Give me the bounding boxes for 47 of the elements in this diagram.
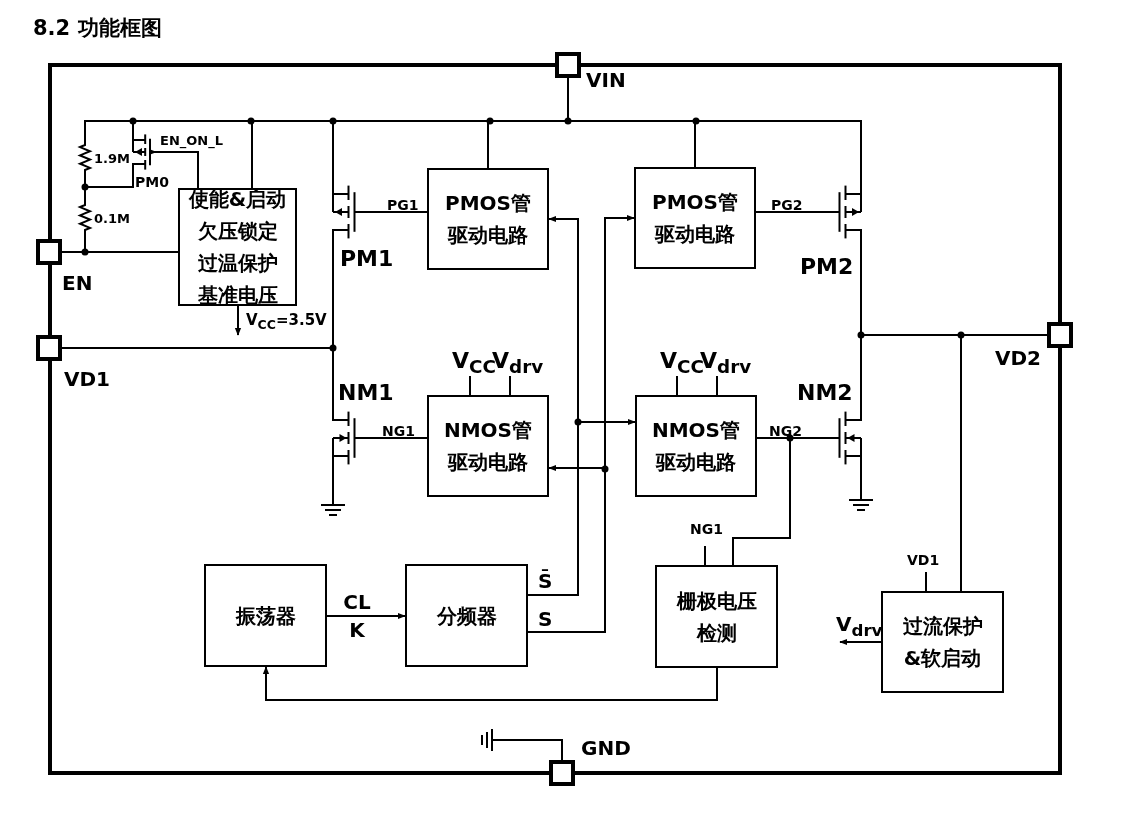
signal-label: VD1 xyxy=(907,553,940,567)
signal-label: NG1 xyxy=(690,522,723,536)
edge-label: NG1 xyxy=(382,424,415,438)
edge-label: S xyxy=(538,609,553,629)
component-label: 0.1M xyxy=(94,212,130,225)
pin-label: VD2 xyxy=(995,348,1041,368)
arrow xyxy=(527,464,606,633)
function-block: 使能&启动欠压锁定过温保护基准电压 xyxy=(178,188,297,306)
wire xyxy=(361,437,428,439)
arrow xyxy=(326,612,406,620)
function-block: 分频器 xyxy=(405,564,528,667)
component-label: 1.9M xyxy=(94,152,130,165)
edge-label: PG1 xyxy=(387,198,419,212)
component-label: NM2 xyxy=(797,382,853,404)
pin-label: VIN xyxy=(586,70,626,90)
edge-label: PG2 xyxy=(771,198,803,212)
function-block: 振荡器 xyxy=(204,564,327,667)
arrow xyxy=(234,305,242,336)
edge-label: NG2 xyxy=(769,424,802,438)
pin-label: VD1 xyxy=(64,369,110,389)
function-block: PMOS管驱动电路 xyxy=(427,168,549,270)
function-block: NMOS管驱动电路 xyxy=(427,395,549,497)
wire xyxy=(61,347,334,409)
function-block: 栅极电压检测 xyxy=(655,565,778,668)
component-label: PM1 xyxy=(340,248,394,270)
edge-label: V$_{CC}$=3.5V xyxy=(246,313,327,332)
edge-label: EN_ON_L xyxy=(160,134,223,147)
arrow xyxy=(262,666,718,701)
wire xyxy=(84,171,134,201)
pin-label: EN xyxy=(62,273,93,293)
wire xyxy=(731,437,791,566)
wire xyxy=(960,334,1048,592)
component-label: NM1 xyxy=(338,382,394,404)
edge-label: V$_{drv}$ xyxy=(836,614,883,640)
wire xyxy=(61,251,179,253)
edge-label: CL K xyxy=(342,589,372,644)
wire xyxy=(361,211,428,213)
wire xyxy=(755,211,833,213)
title: 8.2 功能框图 xyxy=(33,18,162,39)
pin-label: GND xyxy=(581,738,631,758)
function-block: PMOS管驱动电路 xyxy=(634,167,756,269)
function-block: 过流保护&软启动 xyxy=(881,591,1004,693)
arrow xyxy=(527,418,636,596)
edge-label: S̄ xyxy=(538,571,553,591)
component-label: PM2 xyxy=(800,256,854,278)
function-block: NMOS管驱动电路 xyxy=(635,395,757,497)
arrow xyxy=(839,638,882,646)
